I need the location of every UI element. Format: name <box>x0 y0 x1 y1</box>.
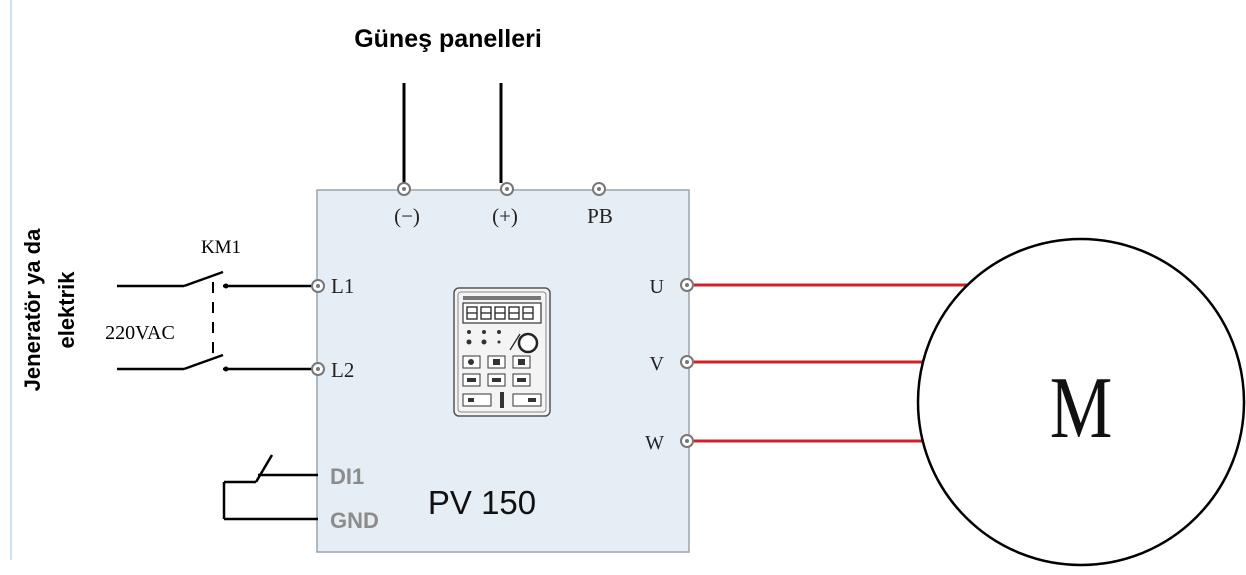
inverter-name: PV 150 <box>428 484 536 521</box>
terminal-pb <box>592 182 606 196</box>
terminal-gnd-label: GND <box>330 508 379 533</box>
terminal-l2 <box>311 362 325 376</box>
contactor-label: KM1 <box>201 237 241 258</box>
motor-label: M <box>1050 360 1113 457</box>
switch-contact-icon <box>254 454 274 483</box>
terminal-v <box>680 355 694 369</box>
l1-supply-line <box>117 270 312 289</box>
di1-gnd-switch-wiring <box>222 454 318 521</box>
terminal-l1-label: L1 <box>331 274 354 298</box>
terminal-pos-label: (+) <box>492 204 518 228</box>
voltage-label: 220VAC <box>105 322 175 344</box>
terminal-w-label: W <box>645 432 664 454</box>
motor-circle-icon <box>916 237 1246 567</box>
source-label-line1: Jeneratör ya da <box>20 228 45 391</box>
solar-panels-title: Güneş panelleri <box>354 25 542 53</box>
terminal-l1 <box>311 279 325 293</box>
keypad-panel-icon <box>453 287 551 417</box>
terminal-v-label: V <box>650 353 665 375</box>
terminal-pb-label: PB <box>587 204 613 228</box>
terminal-w <box>680 434 694 448</box>
terminal-neg <box>397 182 411 196</box>
terminal-neg-label: (−) <box>394 204 420 228</box>
terminal-u <box>680 278 694 292</box>
terminal-di1-label: DI1 <box>330 464 364 489</box>
switch-contact-icon <box>183 270 224 288</box>
l2-supply-line <box>117 353 312 372</box>
source-label-line2: elektrik <box>54 271 79 349</box>
terminal-l2-label: L2 <box>331 358 354 382</box>
terminal-pos <box>500 182 514 196</box>
switch-contact-icon <box>183 353 224 371</box>
terminal-u-label: U <box>650 276 665 298</box>
